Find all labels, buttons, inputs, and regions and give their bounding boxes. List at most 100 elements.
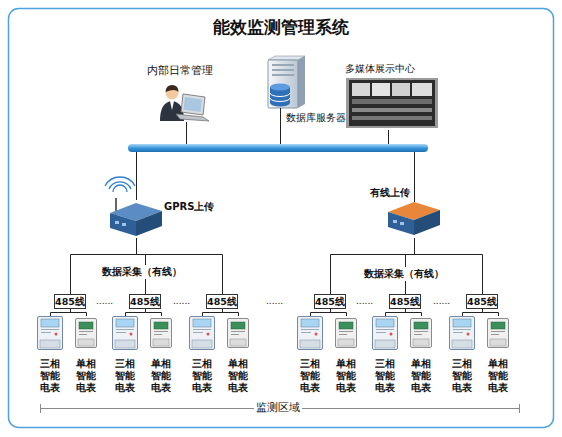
connector-line xyxy=(281,124,415,186)
server-slot xyxy=(272,69,294,71)
seat-row xyxy=(352,116,432,120)
rs485-line-box: 485线 xyxy=(466,294,498,309)
network-bus-bar xyxy=(128,144,428,152)
three-phase-meter-node: 三相 智能 电表 xyxy=(35,316,65,394)
node-text: 单相 智能 电表 xyxy=(146,358,176,394)
single-phase-meter-icon xyxy=(228,319,249,348)
three-phase-meter-icon xyxy=(298,317,323,350)
single-phase-meter-icon xyxy=(411,319,432,348)
connector-line xyxy=(415,238,483,294)
node-text: 485线 xyxy=(55,295,85,308)
laptop-base xyxy=(176,114,209,121)
node-text: 内部日常管理 xyxy=(140,64,220,78)
wall-monitor xyxy=(412,83,432,96)
single-phase-meter-node: 单相 智能 电表 xyxy=(331,316,361,394)
connector-line xyxy=(406,309,422,316)
area-label: 监测区域 xyxy=(254,401,302,415)
connector-line xyxy=(146,309,162,316)
ellipsis-dots: ...... xyxy=(171,294,192,308)
connector-line xyxy=(386,309,406,316)
connector-line xyxy=(137,122,187,200)
wall-monitor xyxy=(392,83,410,96)
media-wall-picture xyxy=(346,78,438,128)
three-phase-meter-icon xyxy=(38,317,63,350)
gprs-gateway-node: GPRS上传 xyxy=(108,200,218,238)
three-phase-meter-node: 三相 智能 电表 xyxy=(295,316,325,394)
router-port xyxy=(115,221,119,224)
rs485-line-box: 485线 xyxy=(54,294,86,309)
node-text: 三相 智能 电表 xyxy=(447,358,477,394)
connector-line xyxy=(187,122,415,186)
connector-line xyxy=(126,309,146,316)
node-text: 485线 xyxy=(207,295,237,308)
node-text: 485线 xyxy=(130,295,160,308)
node-text: 三相 智能 电表 xyxy=(295,358,325,394)
router-port xyxy=(122,223,126,226)
picture-room xyxy=(349,80,435,126)
ellipsis-dots: ...... xyxy=(264,294,285,308)
area-tick xyxy=(40,404,41,413)
server-slot xyxy=(272,74,294,76)
seat-row xyxy=(352,108,432,112)
connector-line xyxy=(483,309,499,316)
data-collection-label: 数据采集（有线） xyxy=(100,265,184,279)
three-phase-meter-node: 三相 智能 电表 xyxy=(370,316,400,394)
rs485-line-box: 485线 xyxy=(389,294,421,309)
media-center-node: 多媒体展示中心 xyxy=(340,60,444,130)
desk-row xyxy=(352,99,432,104)
node-text: 三相 智能 电表 xyxy=(110,358,140,394)
single-phase-meter-node: 单相 智能 电表 xyxy=(71,316,101,394)
node-text: 数据库服务器 xyxy=(286,111,348,124)
router-port xyxy=(400,222,404,225)
node-text: 485线 xyxy=(315,295,345,308)
node-text: 单相 智能 电表 xyxy=(331,358,361,394)
database-stripe xyxy=(270,98,290,102)
three-phase-meter-node: 三相 智能 电表 xyxy=(447,316,477,394)
connector-line xyxy=(137,130,389,200)
router-front xyxy=(110,213,136,236)
ellipsis-dots: ...... xyxy=(354,294,375,308)
node-text: 单相 智能 电表 xyxy=(406,358,436,394)
ellipsis-dots: ...... xyxy=(431,294,452,308)
person-shirt xyxy=(170,101,174,110)
wired-gateway-node: 有线上传 xyxy=(370,186,444,238)
gprs-router-icon xyxy=(105,177,162,236)
node-text: 单相 智能 电表 xyxy=(223,358,253,394)
node-text: 三相 智能 电表 xyxy=(35,358,65,394)
diagram-title: 能效监测管理系统 xyxy=(0,16,562,38)
node-text: 485线 xyxy=(467,295,497,308)
three-phase-meter-icon xyxy=(113,317,138,350)
single-phase-meter-node: 单相 智能 电表 xyxy=(483,316,513,394)
person-laptop-icon xyxy=(160,85,209,121)
wifi-arc xyxy=(105,177,135,186)
single-phase-meter-icon xyxy=(76,319,97,348)
node-text: 三相 智能 电表 xyxy=(370,358,400,394)
node-text: 485线 xyxy=(390,295,420,308)
database-server-node: 数据库服务器 xyxy=(262,58,348,124)
node-text: 多媒体展示中心 xyxy=(345,62,444,75)
connector-line xyxy=(311,309,331,316)
connector-line xyxy=(331,309,347,316)
three-phase-meter-icon xyxy=(190,317,215,350)
three-phase-meter-node: 三相 智能 电表 xyxy=(110,316,140,394)
router-front xyxy=(388,212,414,235)
wifi-arc xyxy=(109,182,131,189)
connector-line xyxy=(223,309,239,316)
three-phase-meter-node: 三相 智能 电表 xyxy=(187,316,217,394)
single-phase-meter-icon xyxy=(488,319,509,348)
meter-icons xyxy=(38,317,509,350)
server-slot xyxy=(272,64,294,66)
laptop-display xyxy=(184,97,203,112)
server-front xyxy=(268,60,298,108)
node-text: 有线上传 xyxy=(370,186,444,199)
database-stripe xyxy=(270,93,290,97)
single-phase-meter-node: 单相 智能 电表 xyxy=(406,316,436,394)
ellipsis-dots: ...... xyxy=(94,294,115,308)
single-phase-meter-node: 单相 智能 电表 xyxy=(223,316,253,394)
connector-line xyxy=(51,309,71,316)
management-terminal-node: 内部日常管理 xyxy=(140,62,220,122)
router-port xyxy=(393,220,397,223)
outer-frame xyxy=(9,9,554,428)
data-collection-label: 数据采集（有线） xyxy=(362,267,446,281)
